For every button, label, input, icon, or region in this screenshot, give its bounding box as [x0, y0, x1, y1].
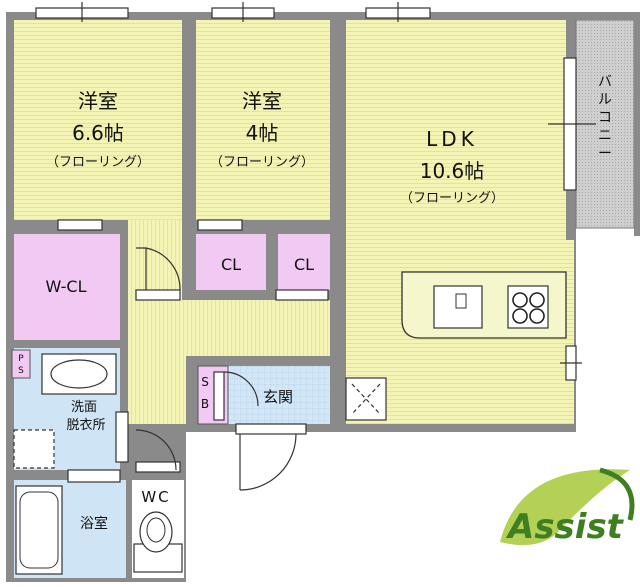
closet-2	[278, 234, 330, 290]
toilet-icon	[133, 511, 183, 573]
ldk-size: 10.6帖	[420, 159, 485, 183]
balcony-label: バルコニー	[598, 74, 612, 162]
washing-machine-space-icon	[13, 429, 55, 469]
logo-text: Assist	[505, 507, 625, 547]
cl-1-label: CL	[221, 255, 241, 274]
ldk-name: LDK	[426, 127, 478, 151]
western-room-2-size: 4帖	[246, 121, 279, 145]
washbasin-icon	[41, 353, 117, 395]
refrigerator-space-icon	[345, 377, 387, 421]
washroom-label-line2: 脱衣所	[66, 417, 105, 433]
western-room-1-floor-type: （フローリング）	[46, 155, 150, 170]
ldk-floor	[346, 20, 574, 424]
hallway-floor	[128, 220, 330, 424]
entrance-floor	[228, 366, 330, 424]
cl-2-label: CL	[294, 255, 314, 274]
wc-label: WC	[141, 488, 170, 506]
closet-1	[196, 234, 266, 290]
western-room-2-floor	[196, 20, 330, 220]
western-room-1-size: 6.6帖	[72, 121, 124, 145]
western-room-2-floor-type: （フローリング）	[210, 155, 314, 170]
assist-logo: Assist	[500, 467, 635, 547]
balcony-rail	[566, 12, 640, 20]
wcl-label: W-CL	[45, 277, 86, 296]
entrance-label: 玄関	[263, 388, 293, 406]
stove-icon	[512, 292, 545, 324]
western-room-1-floor	[14, 20, 182, 220]
doors	[57, 219, 329, 491]
closet-divider	[266, 234, 278, 300]
bathtub-icon	[15, 485, 63, 575]
wc-wall	[126, 470, 132, 580]
washroom-label-line1: 洗面	[71, 400, 97, 415]
western-room-1-name: 洋室	[78, 89, 118, 113]
balcony-rail-right	[634, 12, 640, 236]
walk-in-closet	[14, 234, 120, 340]
ldk-floor-type: （フローリング）	[400, 191, 504, 206]
ps-box	[11, 349, 31, 379]
bath-label: 浴室	[80, 515, 108, 532]
western-room-2-name: 洋室	[242, 89, 282, 113]
